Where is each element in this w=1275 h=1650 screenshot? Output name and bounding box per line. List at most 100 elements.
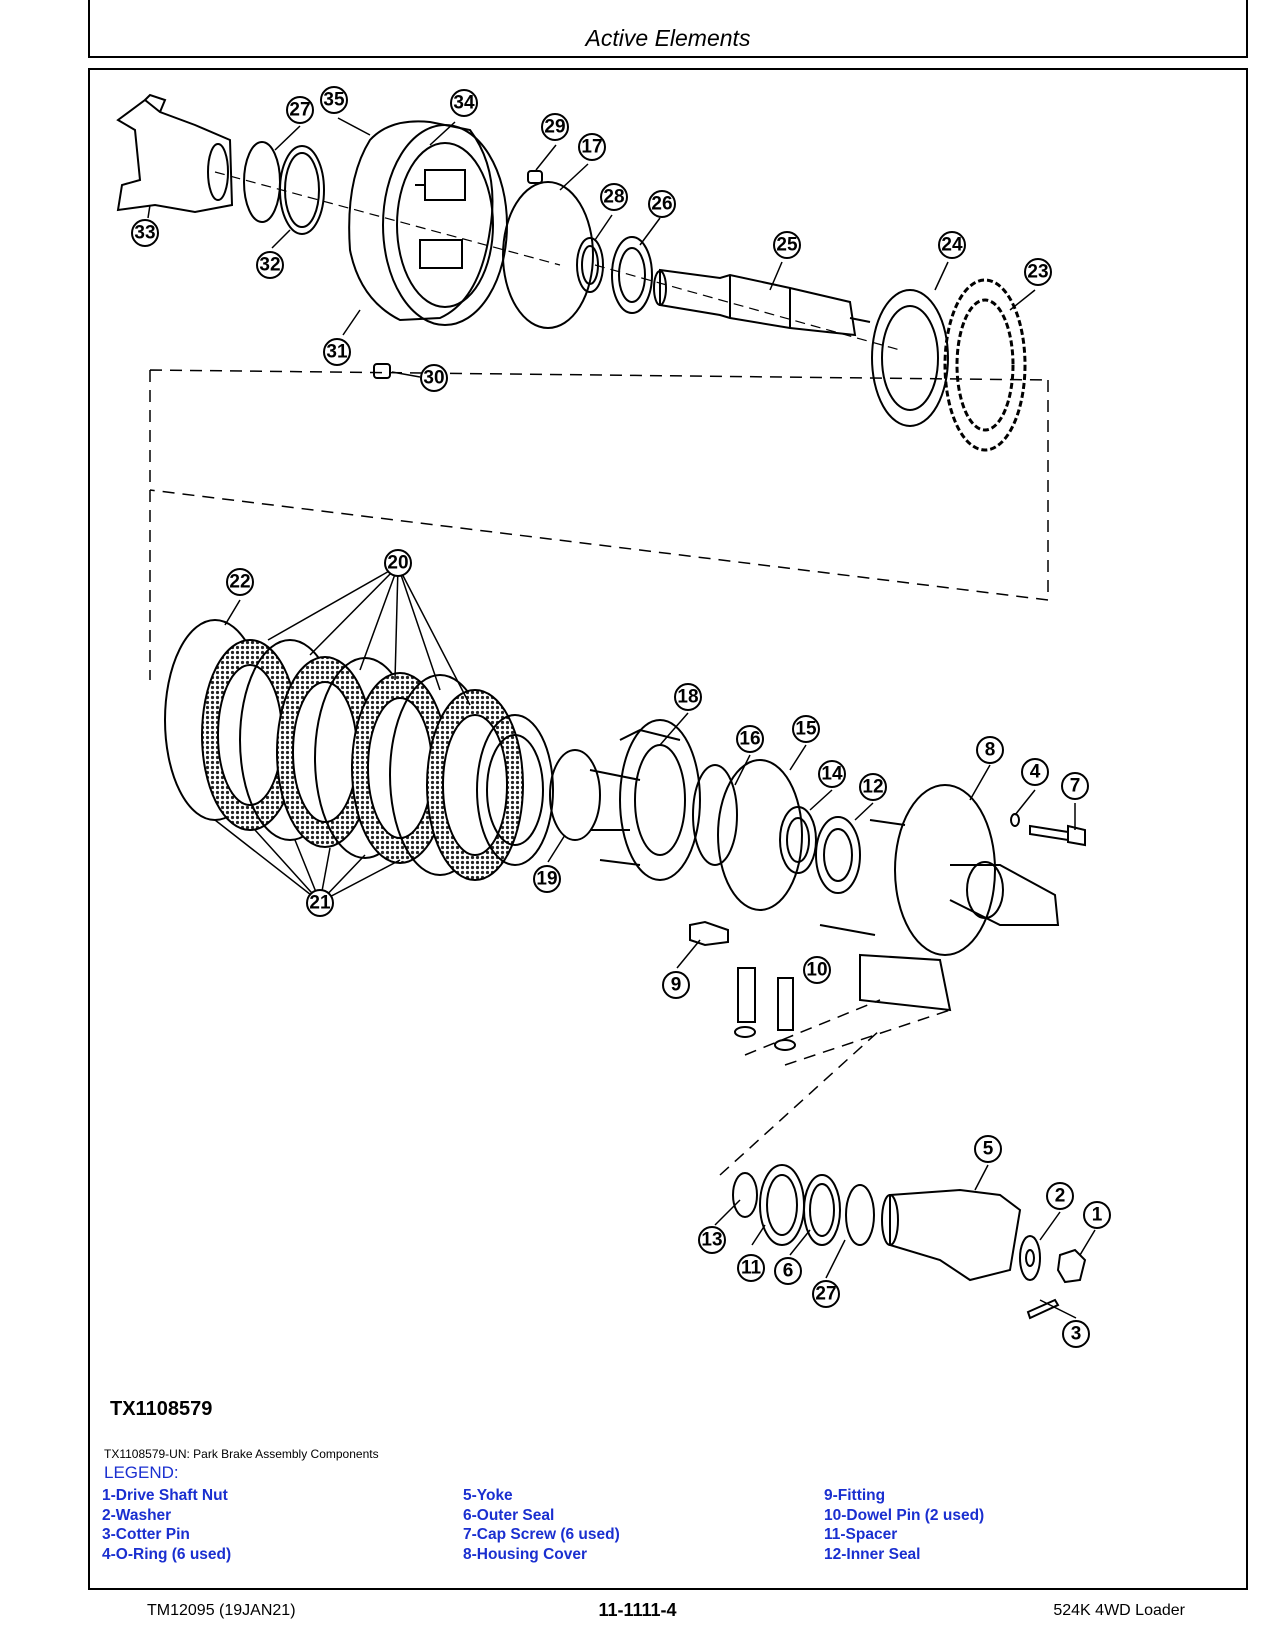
legend-item: 4-O-Ring (6 used) <box>102 1545 232 1563</box>
callout-1: 1 <box>1083 1201 1111 1229</box>
housing-cover-part <box>819 784 1060 1012</box>
svg-text:5: 5 <box>983 1139 994 1160</box>
cotter-pin-3-part <box>1026 1298 1060 1320</box>
svg-text:12: 12 <box>862 777 883 798</box>
legend-column-2: 5-Yoke 6-Outer Seal 7-Cap Screw (6 used)… <box>463 1486 620 1564</box>
callout-24: 24 <box>938 231 966 259</box>
exploded-view-diagram: 1 2 3 4 5 6 7 8 9 10 11 12 13 14 15 16 1… <box>116 86 1111 1348</box>
svg-text:14: 14 <box>821 764 843 785</box>
callout-30: 30 <box>420 364 448 392</box>
o-ring-4-part <box>1010 813 1020 827</box>
callout-3: 3 <box>1062 1320 1090 1348</box>
leader-lines <box>147 117 1096 1319</box>
callout-5: 5 <box>974 1135 1002 1163</box>
brake-housing-part <box>348 120 508 326</box>
callout-25: 25 <box>773 231 801 259</box>
section-title: Active Elements <box>585 25 751 51</box>
callout-14: 14 <box>818 760 846 788</box>
callout-12: 12 <box>859 773 887 801</box>
nut-1-part <box>1056 1248 1087 1284</box>
yoke-upper-part <box>116 93 234 214</box>
callout-27-top: 27 <box>286 96 314 124</box>
figure-frame <box>88 68 1248 1590</box>
ring-16-part <box>692 764 738 866</box>
callout-34: 34 <box>450 89 478 117</box>
o-ring-15-part <box>717 759 803 911</box>
svg-text:6: 6 <box>783 1261 794 1282</box>
snap-ring-27-lower-part <box>845 1184 875 1246</box>
callout-27-lower: 27 <box>812 1280 840 1308</box>
shaft-25-part <box>653 268 871 337</box>
footer-page-number: 11-1111-4 <box>598 1600 677 1620</box>
piston-18-part <box>589 719 701 881</box>
legend-item: 5-Yoke <box>463 1487 513 1504</box>
callout-9: 9 <box>662 971 690 999</box>
svg-text:22: 22 <box>229 572 250 593</box>
callout-31: 31 <box>323 338 351 366</box>
callout-32: 32 <box>256 251 284 279</box>
header-box: Active Elements <box>88 0 1248 58</box>
svg-text:32: 32 <box>259 255 280 276</box>
callout-4: 4 <box>1021 758 1049 786</box>
figure-id: TX1108579 <box>110 1398 213 1420</box>
legend-item: 11-Spacer <box>824 1526 898 1543</box>
legend-item: 12-Inner Seal <box>824 1545 921 1563</box>
snap-ring-upper-part <box>243 141 281 223</box>
callout-21: 21 <box>306 889 334 917</box>
callout-23: 23 <box>1024 258 1052 286</box>
legend-item: 3-Cotter Pin <box>102 1526 190 1543</box>
svg-text:21: 21 <box>309 893 331 914</box>
callout-11: 11 <box>737 1254 765 1282</box>
callout-28: 28 <box>600 183 628 211</box>
svg-text:35: 35 <box>323 90 345 111</box>
callout-7: 7 <box>1061 772 1089 800</box>
o-ring-17-part <box>502 181 594 329</box>
seal-12-part <box>815 816 861 894</box>
callout-16: 16 <box>736 725 764 753</box>
legend-item: 6-Outer Seal <box>463 1506 555 1524</box>
separator-plate-24-part <box>871 289 949 427</box>
svg-text:3: 3 <box>1071 1324 1082 1345</box>
dashed-alignment-lines <box>149 369 1049 680</box>
legend-heading: LEGEND: <box>104 1463 179 1482</box>
legend-item: 2-Washer <box>102 1506 172 1524</box>
svg-text:8: 8 <box>985 740 996 761</box>
svg-text:30: 30 <box>423 368 444 389</box>
legend-column-3: 9-Fitting 10-Dowel Pin (2 used) 11-Space… <box>824 1486 984 1564</box>
callout-6: 6 <box>774 1257 802 1285</box>
callout-22: 22 <box>226 568 254 596</box>
yoke-5-part <box>881 1188 1022 1282</box>
svg-text:24: 24 <box>941 235 963 256</box>
svg-text:34: 34 <box>453 93 475 114</box>
svg-text:25: 25 <box>776 235 798 256</box>
svg-text:15: 15 <box>795 719 817 740</box>
footer-manual-id: TM12095 (19JAN21) <box>147 1602 296 1619</box>
svg-text:4: 4 <box>1030 762 1041 783</box>
callout-17: 17 <box>578 133 606 161</box>
legend-item: 9-Fitting <box>824 1487 886 1504</box>
o-ring-19-part <box>549 749 601 841</box>
callout-13: 13 <box>698 1226 726 1254</box>
disc-stack-part <box>164 619 554 881</box>
cap-screw-7-part <box>1029 824 1086 847</box>
washer-2-part <box>1019 1235 1041 1281</box>
svg-text:20: 20 <box>387 553 408 574</box>
spacer-11-part <box>759 1164 805 1246</box>
svg-text:10: 10 <box>806 960 827 981</box>
svg-text:26: 26 <box>651 194 672 215</box>
svg-text:11: 11 <box>741 1258 762 1279</box>
legend-item: 8-Housing Cover <box>463 1545 588 1563</box>
svg-text:16: 16 <box>739 729 760 750</box>
svg-text:27: 27 <box>815 1284 836 1305</box>
callout-15: 15 <box>792 715 820 743</box>
svg-text:27: 27 <box>289 100 310 121</box>
svg-text:17: 17 <box>581 137 602 158</box>
spring-pack-23-part <box>943 278 1027 452</box>
footer-machine-name: 524K 4WD Loader <box>1053 1602 1185 1619</box>
callout-19: 19 <box>533 865 561 893</box>
callout-26: 26 <box>648 190 676 218</box>
outer-seal-6-part <box>803 1174 841 1246</box>
callout-35: 35 <box>320 86 348 114</box>
seal-32-part <box>279 145 325 235</box>
svg-text:13: 13 <box>701 1230 722 1251</box>
